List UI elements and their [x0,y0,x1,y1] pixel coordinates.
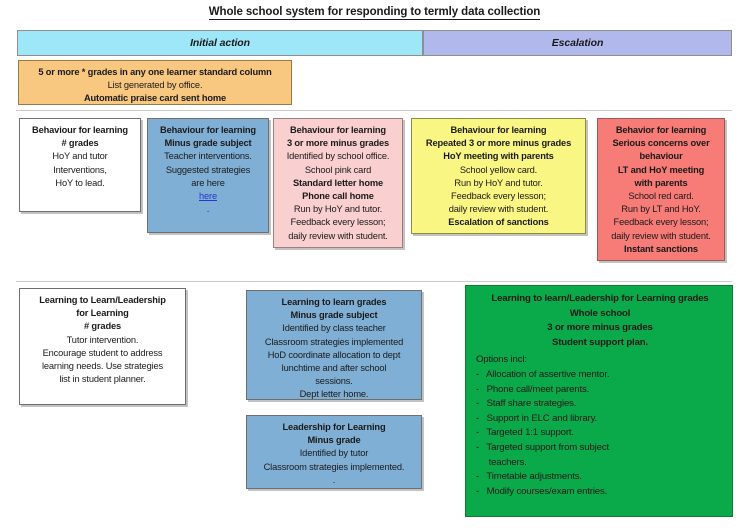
box-line: Learning to Learn/Leadership [39,295,166,305]
box-line: Standard letter home [293,177,383,188]
box-line: # grades [61,138,99,149]
box-line: Identified by school office. [286,151,390,162]
list-item: teachers. [476,456,527,468]
box-line: Identified by class teacher [282,323,386,334]
green-heading: Whole school [569,307,631,319]
box-line: School red card. [628,191,694,202]
learning-to-learn-minus-grade-subject-box: Learning to learn grades Minus grade sub… [246,290,422,400]
divider-middle [16,281,732,282]
learning-to-learn-hash-grades-box: Learning to Learn/Leadership for Learnin… [19,288,186,405]
box-line: Interventions, [53,164,107,175]
box-line: Minus grade subject [290,310,378,321]
divider-top [16,110,732,111]
behaviour-hash-grades-box: Behaviour for learning # grades HoY and … [19,118,141,212]
leadership-for-learning-minus-grade-box: Leadership for Learning Minus grade Iden… [246,415,422,489]
box-line: Classroom strategies implemented. [263,461,405,472]
box-line: Minus grade subject [164,138,252,149]
support-options-list: - Allocation of assertive mentor. - Phon… [476,368,724,499]
box-line: HoD coordinate allocation to dept [267,349,401,360]
green-heading: Learning to learn/Leadership for Learnin… [491,293,709,304]
list-item: - Targeted 1:1 support. [476,427,574,439]
box-line: Run by HoY and tutor. [454,177,543,188]
behaviour-three-or-more-minus-box: Behaviour for learning 3 or more minus g… [273,118,403,248]
box-line: Dept letter home. [299,389,369,400]
box-line: Behaviour for learning [450,125,547,135]
box-line: with parents [634,177,688,188]
behaviour-serious-concerns-box: Behavior for learning Serious concerns o… [597,118,725,261]
box-line: lunchtime and after school [281,363,387,374]
student-support-plan-box: Learning to learn/Leadership for Learnin… [465,285,733,517]
list-item: - Timetable adjustments. [476,471,582,483]
behaviour-repeated-three-or-more-box: Behaviour for learning Repeated 3 or mor… [411,118,586,234]
green-heading: 3 or more minus grades [547,322,653,334]
praise-line-1: 5 or more * grades in any one learner st… [38,67,272,77]
box-line: Suggested strategies [165,164,251,175]
list-item: - Targeted support from subject [476,441,609,453]
box-line: # grades [83,321,122,332]
box-line: Behaviour for learning [32,125,128,135]
strategies-here-link[interactable]: here [198,191,217,202]
box-line: are here [191,177,225,188]
box-line: Minus grade [307,435,361,446]
box-line: Phone call home [302,191,374,202]
box-line: Feedback every lesson; [451,191,546,202]
box-line: Escalation of sanctions [448,217,549,228]
box-line: Leadership for Learning [282,422,386,432]
star-grades-praise-box: 5 or more * grades in any one learner st… [18,60,292,105]
box-line: Feedback every lesson; [613,217,709,228]
box-line: Classroom strategies implemented [264,336,404,347]
box-line: Behaviour for learning [160,125,256,135]
box-line: . [206,204,210,215]
box-line: Teacher interventions. [164,151,252,162]
list-item: - Staff share strategies. [476,398,577,410]
box-line: behaviour [639,151,683,162]
box-line: LT and HoY meeting [617,164,705,175]
box-line: list in student planner. [59,374,146,385]
box-line: learning needs. Use strategies [41,361,164,372]
box-line: HoY and tutor [52,151,108,162]
box-line: Behaviour for learning [290,125,386,135]
box-line: daily review with student. [288,230,388,241]
page-title: Whole school system for responding to te… [208,6,541,20]
initial-action-band: Initial action [17,30,423,56]
box-line: HoY meeting with parents [443,151,554,162]
box-line: daily review with student. [448,204,549,215]
list-item: - Modify courses/exam entries. [476,485,608,497]
praise-line-3: Automatic praise card sent home [83,93,227,104]
escalation-band: Escalation [423,30,732,56]
list-item: - Allocation of assertive mentor. [476,368,610,380]
box-line: Identified by tutor [299,448,369,459]
box-line: daily review with student. [611,230,711,241]
box-line: Feedback every lesson; [290,217,386,228]
box-line: sessions. [315,376,353,387]
box-line: . [332,474,336,485]
box-line: Run by LT and HoY. [621,204,701,215]
list-item: - Support in ELC and library. [476,412,598,424]
options-label: Options incl: [476,354,527,366]
box-line: 3 or more minus grades [286,138,390,149]
box-line: Behavior for learning [615,125,707,135]
box-line: Instant sanctions [624,243,698,254]
box-line: Tutor intervention. [66,334,139,345]
initial-action-label: Initial action [190,37,250,49]
box-line: School yellow card. [459,164,538,175]
box-line: Serious concerns over [612,138,710,149]
escalation-label: Escalation [551,37,604,49]
box-line: Encourage student to address [42,347,163,358]
behaviour-minus-grade-subject-box: Behaviour for learning Minus grade subje… [147,118,269,233]
box-line: Repeated 3 or more minus grades [425,138,572,149]
green-heading: Student support plan. [552,336,648,348]
box-line: Run by HoY and tutor. [293,204,383,215]
box-line: for Learning [76,308,129,319]
box-line: HoY to lead. [55,177,105,188]
list-item: - Phone call/meet parents. [476,383,590,395]
box-line: Learning to learn grades [281,297,387,307]
praise-line-2: List generated by office. [107,80,203,91]
box-line: School pink card [304,164,372,175]
